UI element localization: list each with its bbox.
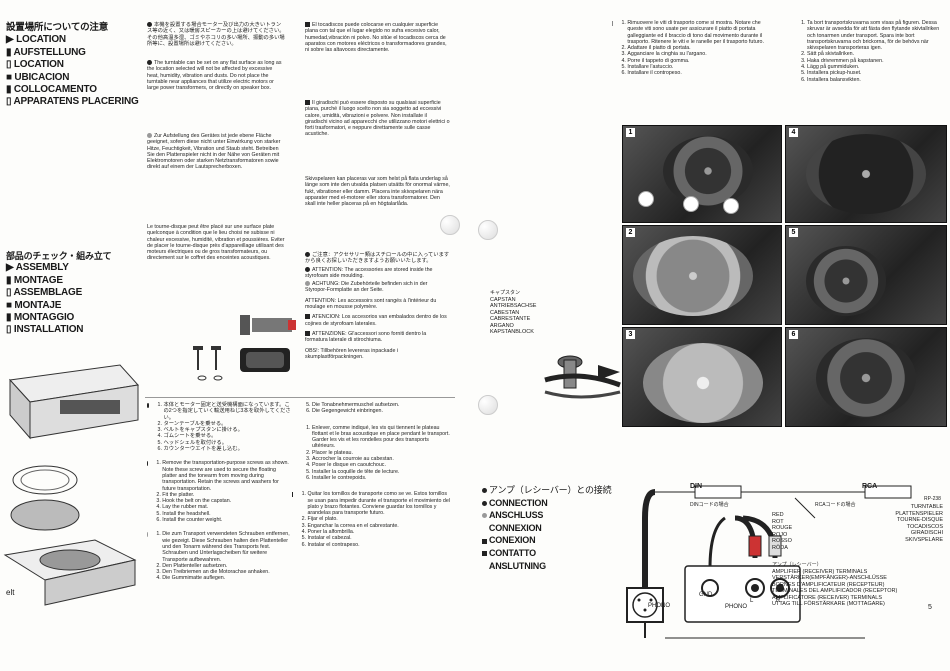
- assembly-title-it: ▮ MONTAGGIO: [6, 312, 75, 324]
- r-label: R: [776, 598, 781, 604]
- connection-titles: アンプ（レシーバー）との接続 CONNECTION ANSCHLUSS CONN…: [482, 484, 612, 572]
- photo-step-1: 1: [622, 125, 782, 223]
- hole-punch-mark: [478, 395, 498, 415]
- assembly-title-de: ▮ MONTAGE: [6, 274, 63, 286]
- location-es-text: El tocadiscos puede colocarse en cualqui…: [305, 22, 447, 54]
- rca-note: RCAコードの場合: [815, 502, 856, 508]
- location-fr-text: Le tourne-disque peut être placé sur une…: [147, 224, 285, 262]
- assembly-title-sv: ▯ INSTALLATION: [6, 324, 84, 336]
- location-title-it: ▮ COLLOCAMENTO: [6, 84, 97, 96]
- hole-punch-mark: [440, 215, 460, 235]
- steps-jp-en-de: 本体とモーター固定と送受機構面になっています。この2つを指定していく輸送用ねじ3…: [147, 402, 292, 582]
- steps-it: Rimuovere le viti di trasporto come si m…: [612, 20, 772, 77]
- connection-diagram: [626, 485, 912, 639]
- photo-step-2: 2: [622, 225, 782, 325]
- section-divider: [145, 397, 455, 398]
- assembly-title-fr: ▯ ASSEMBLAGE: [6, 287, 83, 299]
- location-sv-text: Skivspelaren kan placeras var som helst …: [305, 176, 450, 208]
- l-label: L: [750, 598, 754, 604]
- location-title-sv: ▯ APPARATENS PLACERING: [6, 96, 139, 108]
- gnd-label: GND: [699, 592, 713, 598]
- hole-punch-mark: [478, 220, 498, 240]
- page-number: 5: [928, 604, 932, 611]
- photo-step-4: 4: [785, 125, 947, 223]
- location-title-de: ▮ AUFSTELLUNG: [6, 46, 86, 58]
- photo-step-6: 6: [785, 327, 947, 427]
- location-de-text: Zur Aufstellung des Gerätes ist jede ebe…: [147, 133, 281, 171]
- edge-text: elt: [6, 588, 15, 597]
- phono-label-1: PHONO: [648, 603, 671, 609]
- capstan-labels: キャプスタン CAPSTAN ANTRIEBSACHSE CABESTAN CA…: [490, 290, 537, 335]
- steps-de-fr-es: Die Tonabnehmermuschel aufsetzen.Die Geg…: [292, 402, 450, 548]
- accessories-illustration: [193, 315, 296, 381]
- location-en-text: The turntable can be set on any flat sur…: [147, 60, 282, 92]
- location-titles: 設置場所についての注意 ▶ LOCATION ▮ AUFSTELLUNG ▯ L…: [6, 22, 139, 109]
- din-note: DINコードの場合: [690, 502, 729, 508]
- model-label: RP-238: [924, 496, 941, 502]
- phono-label-2: PHONO: [725, 604, 748, 610]
- location-title-es: ■ UBICACION: [6, 71, 70, 83]
- turntable-exploded-illustration: [3, 364, 139, 606]
- assembly-title-jp: 部品のチェック・組み立て: [6, 251, 112, 261]
- steps-sv: Ta bort transportskruvarna som visas på …: [795, 20, 943, 83]
- photo-step-3: 3: [622, 327, 782, 427]
- assembly-title-es: ■ MONTAJE: [6, 299, 62, 311]
- assembly-titles: 部品のチェック・組み立て ▶ ASSEMBLY ▮ MONTAGE ▯ ASSE…: [6, 250, 112, 337]
- photo-step-5: 5: [785, 225, 947, 325]
- assembly-title-en: ▶ ASSEMBLY: [6, 262, 69, 274]
- location-title-fr: ▯ LOCATION: [6, 59, 64, 71]
- accessories-notes: ご注意：アクセサリー類はスチロールの中に入っていますから良くお探しいただきますよ…: [305, 252, 450, 360]
- location-title-jp: 設置場所についての注意: [6, 22, 109, 33]
- din-label: DIN: [690, 483, 703, 490]
- amplifier-labels: アンプ（レシーバー） AMPLIFIER (RECEIVER) TERMINAL…: [772, 562, 898, 607]
- location-title-en: ▶ LOCATION: [6, 34, 66, 46]
- location-jp-text: 本機を設置する場合モーター及び出力の大きいトランス等の近く、又は暖房スピーカーの…: [147, 22, 285, 47]
- location-it-text: Il giradischi può essere disposto su qua…: [305, 100, 450, 138]
- capstan-illustration: [544, 355, 621, 399]
- rca-label: RCA: [862, 483, 878, 490]
